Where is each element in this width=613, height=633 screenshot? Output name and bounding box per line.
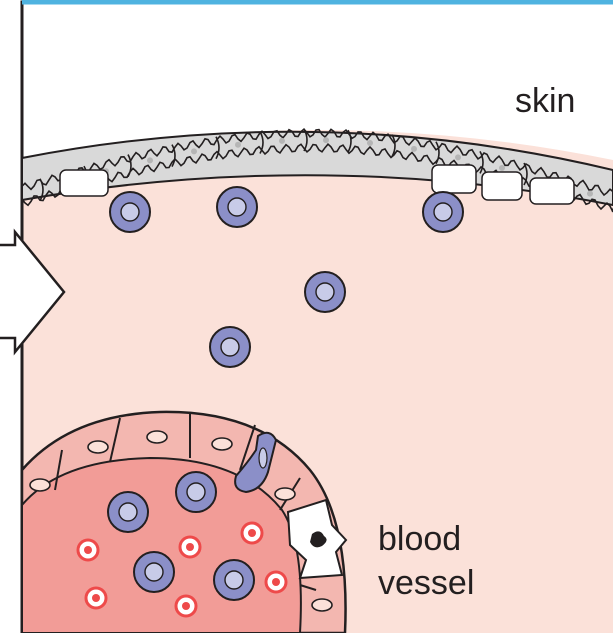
red-blood-cell-center xyxy=(248,529,256,537)
leukocyte-nucleus xyxy=(221,338,239,356)
leukocyte-nucleus xyxy=(434,203,452,221)
endothelial-nucleus xyxy=(312,599,332,611)
endothelial-nucleus xyxy=(275,488,295,500)
skin-cell-nucleus xyxy=(367,140,373,146)
red-blood-cell-center xyxy=(186,543,194,551)
leukocyte-nucleus xyxy=(119,503,137,521)
leukocyte-nucleus xyxy=(225,571,243,589)
skin-cell-nucleus xyxy=(147,157,153,163)
red-blood-cell-center xyxy=(92,594,100,602)
endothelial-nucleus xyxy=(88,441,108,453)
damaged-skin-cell xyxy=(482,172,522,200)
leukocyte-nucleus xyxy=(187,483,205,501)
blood-vessel-label-line1: blood xyxy=(378,520,461,558)
endothelial-nucleus xyxy=(147,431,167,443)
leukocyte-nucleus xyxy=(316,283,334,301)
skin-label: skin xyxy=(515,82,575,120)
red-blood-cell-center xyxy=(182,602,190,610)
skin-cell-nucleus xyxy=(587,191,593,197)
leukocyte-nucleus xyxy=(228,198,246,216)
skin-cell-nucleus xyxy=(235,142,241,148)
skin-cell-nucleus xyxy=(455,154,461,160)
red-blood-cell-center xyxy=(84,546,92,554)
skin-cell-nucleus xyxy=(499,165,505,171)
endothelial-nucleus xyxy=(212,438,232,450)
leukocyte-nucleus xyxy=(145,563,163,581)
skin-cell-nucleus xyxy=(279,138,285,144)
skin-cell-nucleus xyxy=(411,146,417,152)
skin-cell-nucleus xyxy=(323,137,329,143)
skin-cell-nucleus xyxy=(191,148,197,154)
damaged-skin-cell xyxy=(530,178,574,204)
leukocyte-nucleus xyxy=(121,203,139,221)
blood-vessel-label-line2: vessel xyxy=(378,564,474,602)
damaged-skin-cell xyxy=(432,165,476,193)
endothelial-nucleus xyxy=(30,479,50,491)
damaged-skin-cell xyxy=(60,170,108,196)
red-blood-cell-center xyxy=(272,578,280,586)
